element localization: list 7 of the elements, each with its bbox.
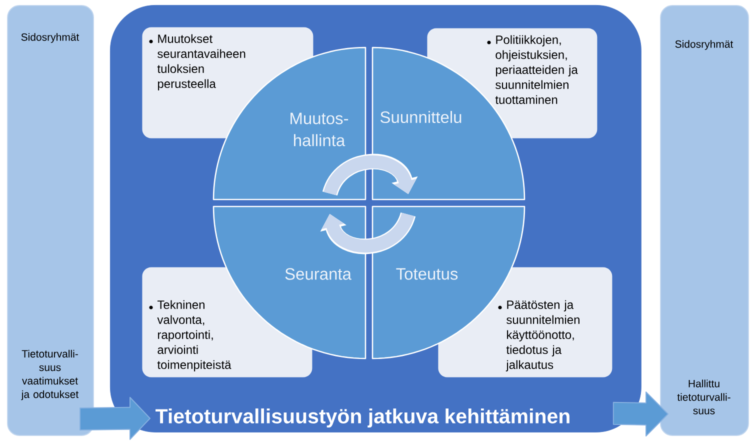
- circle-quadrant: Seuranta: [212, 206, 366, 360]
- side-panel: Sidosryhmät Tietoturvalli- suus vaatimukset ja odotukset: [7, 5, 94, 436]
- block-arrow: [80, 396, 150, 440]
- side-panel: Sidosryhmät Hallittu tietoturvalli- suus: [660, 5, 749, 436]
- curved-arrow: [320, 212, 416, 254]
- curved-arrow: [322, 154, 418, 196]
- block-arrow: [612, 392, 668, 436]
